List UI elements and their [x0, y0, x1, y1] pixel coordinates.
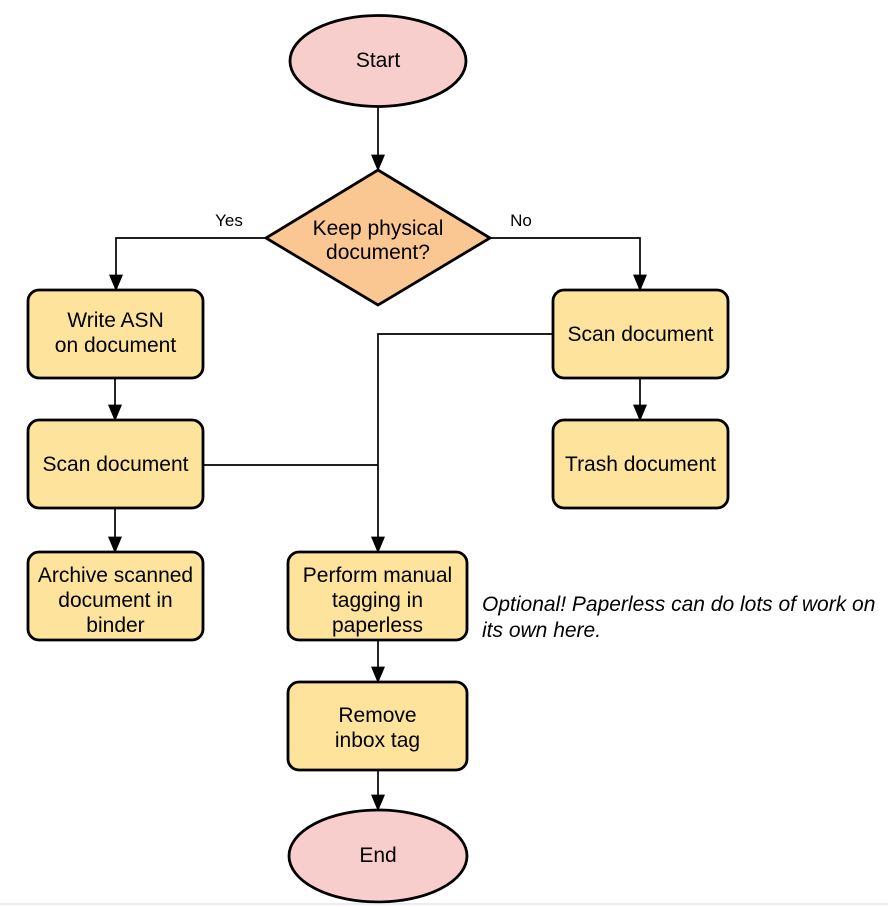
- perform-tagging-label-line3: paperless: [332, 614, 423, 637]
- edge-decision-no-to-scan-right: [490, 237, 647, 292]
- decision-node: [263, 168, 493, 307]
- scan-document-left-label: Scan document: [43, 453, 189, 476]
- end-node: [287, 808, 469, 904]
- scan-document-left-node: [26, 418, 205, 510]
- perform-tagging-label-line2: tagging in: [332, 589, 423, 612]
- archive-label-line2: document in: [58, 589, 172, 612]
- write-asn-label-line2: on document: [55, 334, 177, 357]
- scan-document-right-label: Scan document: [568, 323, 714, 346]
- edge-label-no: No: [510, 211, 532, 230]
- archive-node: [26, 550, 205, 642]
- archive-label-line1: Archive scanned: [38, 564, 193, 587]
- write-asn-node: [26, 288, 205, 380]
- remove-inbox-label-line2: inbox tag: [335, 729, 420, 752]
- decision-node-label-line1: Keep physical: [313, 217, 444, 240]
- decision-node-label-line2: document?: [326, 241, 430, 264]
- optional-note-line1: Optional! Paperless can do lots of work …: [482, 593, 875, 616]
- scan-document-right-node: [551, 288, 730, 380]
- edge-decision-yes-to-write-asn: [109, 237, 266, 292]
- start-node-label: Start: [356, 49, 401, 72]
- end-node-label: End: [359, 844, 396, 867]
- trash-label: Trash document: [565, 453, 716, 476]
- edge-label-yes: Yes: [215, 211, 243, 230]
- optional-note-line2: its own here.: [482, 619, 601, 642]
- edge-scan-right-to-perform-tagging: [371, 333, 553, 554]
- write-asn-label-line1: Write ASN: [67, 309, 163, 332]
- perform-tagging-label-line1: Perform manual: [303, 564, 452, 587]
- perform-tagging-node: [286, 550, 469, 642]
- trash-node: [551, 418, 730, 510]
- archive-label-line3: binder: [86, 614, 144, 637]
- remove-inbox-label-line1: Remove: [338, 704, 416, 727]
- start-node: [288, 14, 468, 108]
- remove-inbox-node: [286, 680, 469, 772]
